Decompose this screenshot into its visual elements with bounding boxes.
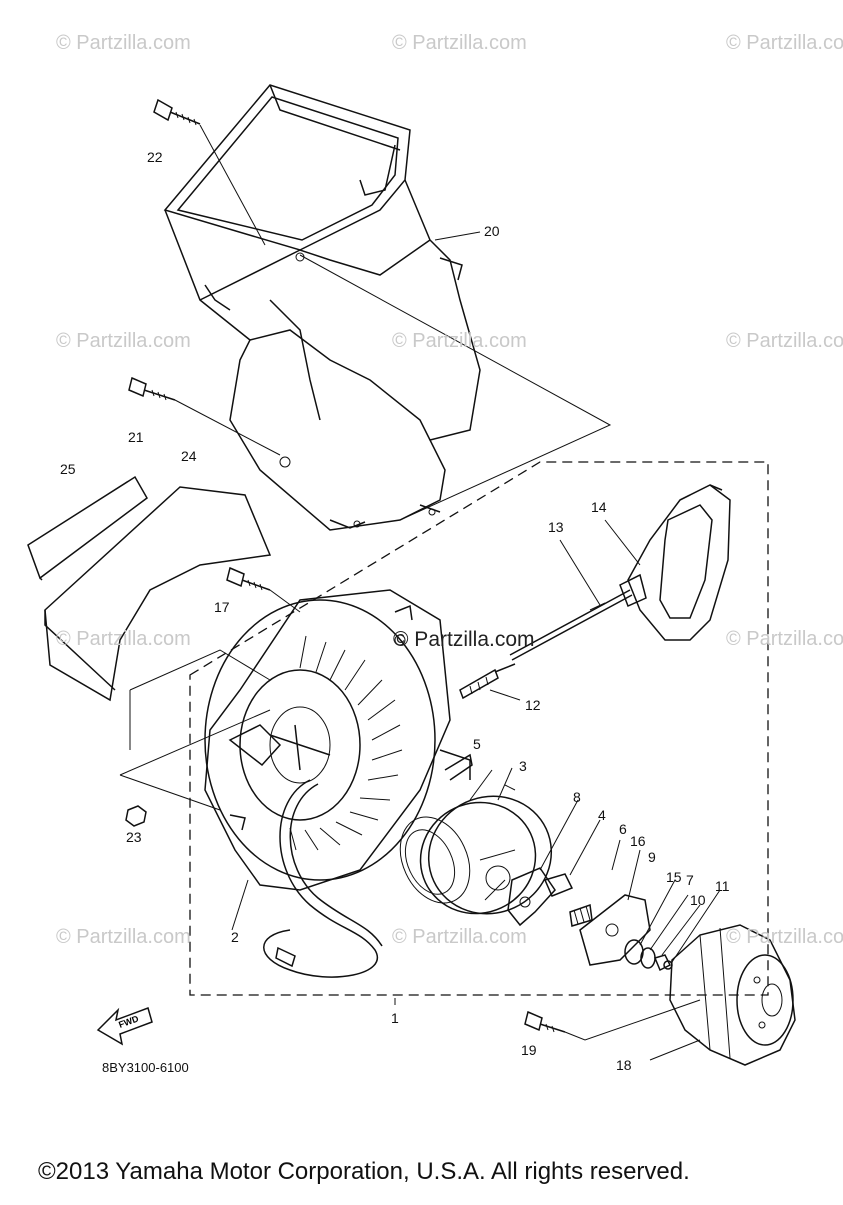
watermark: © Partzilla.com: [56, 330, 191, 352]
callout-9: 9: [648, 849, 656, 865]
plate-9: [579, 894, 651, 966]
callout-16: 16: [630, 833, 646, 849]
shaft-12: [459, 663, 516, 700]
watermark: © Partzilla.com: [56, 628, 191, 650]
watermark: © Partzilla.com: [56, 32, 191, 54]
cover-strip-25: [27, 475, 148, 581]
callout-6: 6: [619, 821, 627, 837]
callout-11: 11: [715, 878, 730, 894]
watermark: © Partzilla.com: [726, 32, 843, 54]
watermark: © Partzilla.com: [726, 330, 843, 352]
callout-4: 4: [598, 807, 606, 823]
starter-handle: [619, 484, 731, 641]
watermark: © Partzilla.com: [392, 330, 527, 352]
diagram-part-code: 8BY3100-6100: [102, 1060, 189, 1075]
callout-12: 12: [525, 697, 541, 713]
callout-5: 5: [473, 736, 481, 752]
pawl-8: [507, 867, 556, 927]
callout-15: 15: [666, 869, 682, 885]
callout-18: 18: [616, 1057, 632, 1073]
callout-2: 2: [231, 929, 239, 945]
callout-1: 1: [391, 1010, 399, 1026]
assembly-box: [189, 461, 769, 996]
starter-rope: [509, 589, 633, 661]
starter-housing: [204, 589, 471, 891]
bolt-22: [153, 98, 201, 126]
watermark: © Partzilla.com: [726, 926, 843, 948]
watermark: © Partzilla.com: [726, 628, 843, 650]
callout-17: 17: [214, 599, 230, 615]
callout-3: 3: [519, 758, 527, 774]
bolt-17: [226, 566, 271, 591]
panel-24: [44, 486, 272, 702]
bolt-19: [524, 999, 701, 1041]
callout-22: 22: [147, 149, 163, 165]
callout-14: 14: [591, 499, 607, 515]
watermark: © Partzilla.com: [56, 926, 191, 948]
fwd-arrow: FWD: [96, 1007, 153, 1046]
reel-3: [399, 795, 553, 915]
bolt-21: [128, 376, 176, 401]
watermark: © Partzilla.com: [392, 32, 527, 54]
washer-7: [640, 947, 656, 969]
nut-10: [653, 954, 672, 972]
ratchet-4: [543, 873, 574, 897]
watermark: © Partzilla.com: [392, 926, 527, 948]
callout-19: 19: [521, 1042, 537, 1058]
cable-loop: [263, 779, 383, 978]
callout-23: 23: [126, 829, 142, 845]
watermark-center: © Partzilla.com: [393, 628, 535, 651]
callout-20: 20: [484, 223, 500, 239]
callout-8: 8: [573, 789, 581, 805]
copyright-notice: ©2013 Yamaha Motor Corporation, U.S.A. A…: [38, 1158, 690, 1185]
nut-23: [125, 805, 147, 827]
callout-10: 10: [690, 892, 706, 908]
callout-21: 21: [128, 429, 144, 445]
callout-13: 13: [548, 519, 564, 535]
cup-18: [669, 924, 796, 1066]
fan-shroud: [163, 84, 481, 531]
callout-24: 24: [181, 448, 197, 464]
callout-25: 25: [60, 461, 76, 477]
callout-7: 7: [686, 872, 694, 888]
spring-5: [444, 753, 473, 781]
